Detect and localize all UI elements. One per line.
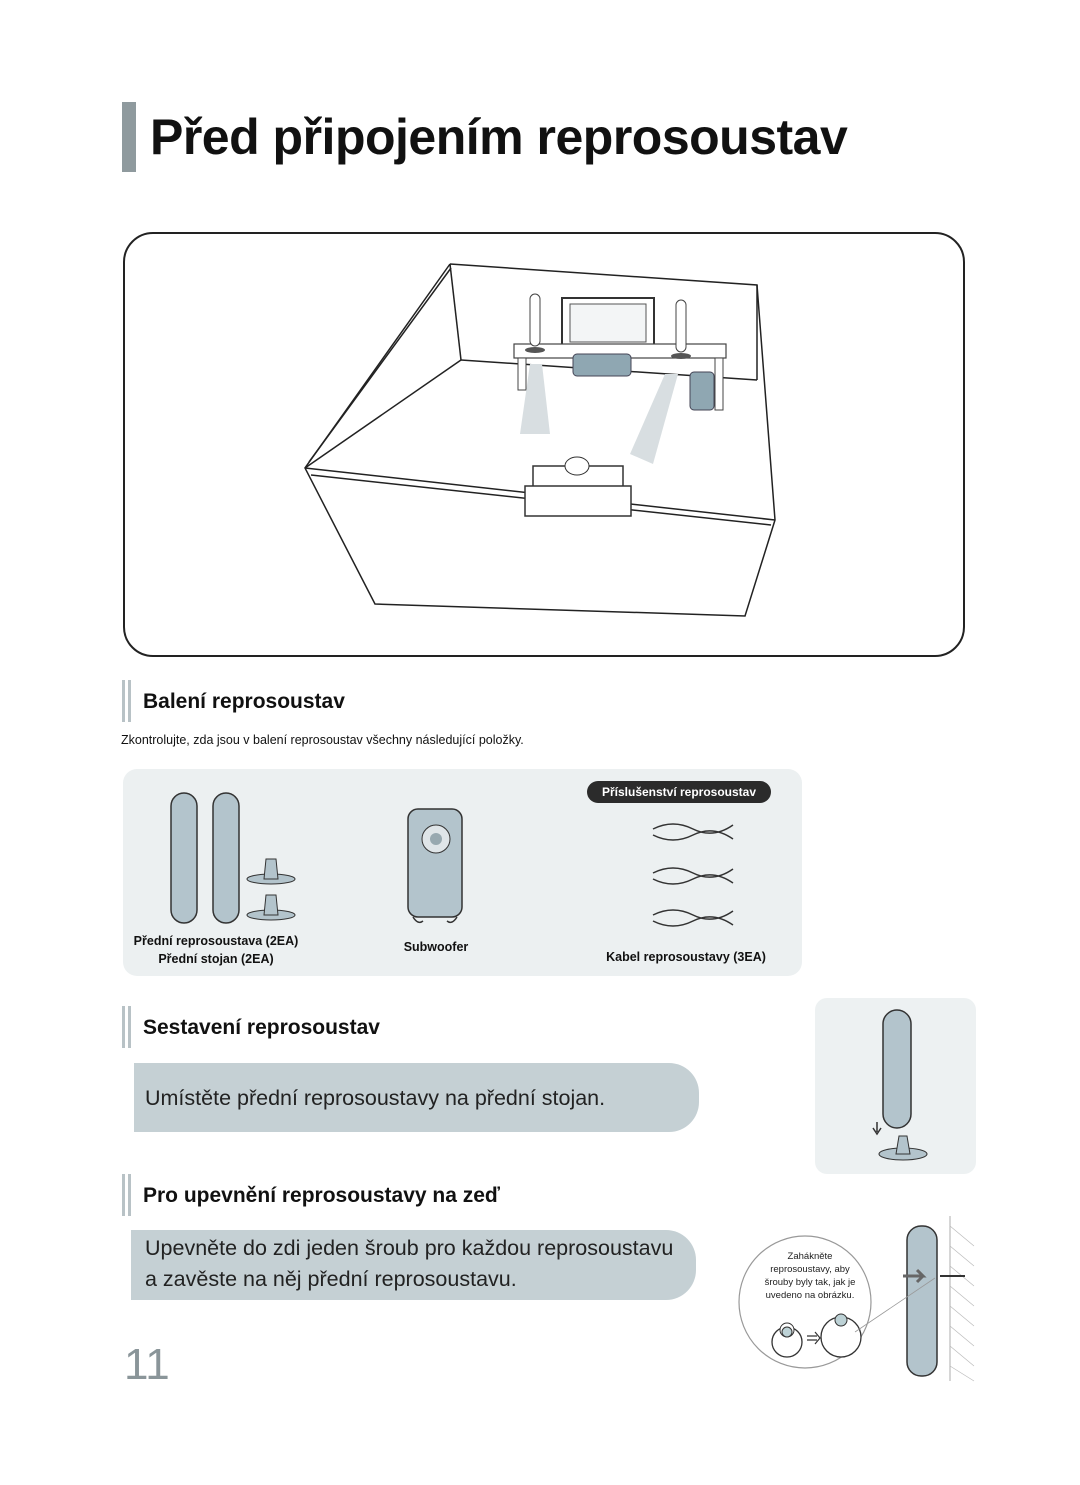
callout-line-4: uvedeno na obrázku. [765,1290,855,1301]
room-layout-illustration [304,263,776,617]
section-title-wall-mount: Pro upevnění reprosoustavy na zeď [143,1184,501,1207]
wall-mount-instruction-line-2: a zavěste na něj přední reprosoustavu. [145,1267,517,1291]
section-marker [122,1174,132,1216]
assembly-illustration-panel [815,998,976,1174]
subwoofer-caption: Subwoofer [403,940,469,954]
package-items-illustration [170,792,734,927]
section-marker [122,1006,132,1048]
title-accent-bar [122,102,136,172]
section-title-assembly: Sestavení reprosoustav [143,1016,380,1039]
cable-caption: Kabel reprosoustavy (3EA) [606,950,766,964]
room-illustration-frame [123,232,965,657]
callout-line-1: Zahákněte [787,1251,833,1262]
subwoofer-shape [689,371,715,411]
assembly-instruction: Umístěte přední reprosoustavy na přední … [145,1086,606,1110]
page-number: 11 [124,1340,170,1389]
front-speaker-caption: Přední reprosoustava (2EA) [133,934,299,948]
wall-mount-illustration [738,1216,975,1382]
accessories-badge: Příslušenství reprosoustav [587,781,771,803]
wall-mount-instruction-line-1: Upevněte do zdi jeden šroub pro každou r… [145,1236,674,1260]
callout-line-2: reprosoustavy, aby [770,1264,850,1275]
assembly-instruction-band [134,1063,699,1132]
packing-intro: Zkontrolujte, zda jsou v balení reprosou… [121,733,524,747]
package-contents-panel [123,769,802,976]
main-unit-shape [572,353,632,377]
page-title: Před připojením reprosoustav [150,109,848,165]
speaker-on-stand-illustration [872,1009,928,1161]
callout-line-3: šrouby byly tak, jak je [764,1277,856,1288]
front-stand-caption: Přední stojan (2EA) [158,952,274,966]
section-marker [122,680,132,722]
wall-mount-instruction-band [131,1230,696,1300]
section-title-packing: Balení reprosoustav [143,690,345,713]
